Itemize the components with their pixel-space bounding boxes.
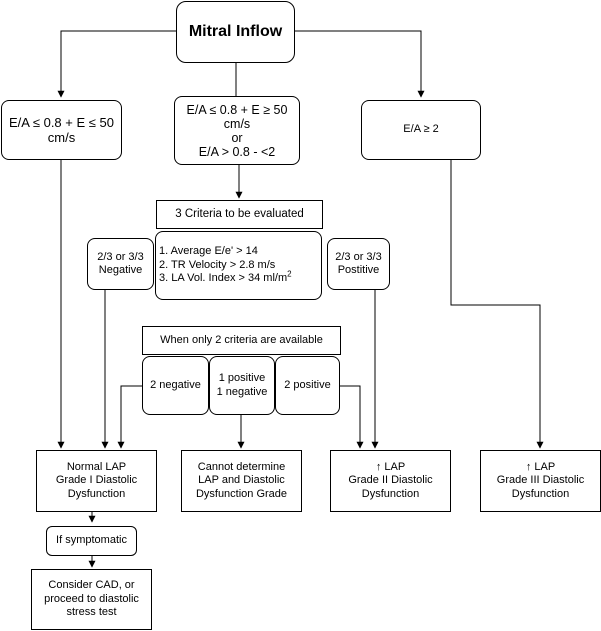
outcome-grade3-line: ↑ LAP [525, 460, 556, 473]
outcome-grade3-line: Grade III Diastolic [496, 474, 585, 487]
outcome-undetermined-node: Cannot determine LAP and Diastolic Dysfu… [181, 450, 302, 512]
branch-mid-line: or [231, 130, 243, 145]
consider-line: stress test [66, 606, 117, 619]
outcome-grade2-line: Dysfunction [361, 487, 420, 500]
option-two-negative-node: 2 negative [142, 356, 209, 415]
positive-line: 2/3 or 3/3 [335, 250, 382, 263]
option-two-positive-node: 2 positive [275, 356, 340, 415]
branch-high-label: E/A ≥ 2 [403, 123, 439, 136]
branch-high-ratio-node: E/A ≥ 2 [361, 100, 481, 160]
arrow-2pos-to-grade2 [339, 385, 364, 449]
option-mixed-node: 1 positive 1 negative [209, 356, 275, 415]
criteria-item: 2. TR Velocity > 2.8 m/s [159, 258, 276, 271]
consider-line: proceed to diastolic [44, 592, 139, 605]
option-mixed-line: 1 positive [218, 372, 266, 384]
branch-low-ratio-node: E/A ≤ 0.8 + E ≤ 50 cm/s [1, 100, 122, 160]
outcome-undetermined-line: Dysfunction Grade [195, 487, 288, 500]
arrow-2neg-to-grade1 [117, 385, 143, 449]
negative-line: 2/3 or 3/3 [97, 250, 144, 263]
mitral-inflow-label: Mitral Inflow [188, 23, 283, 41]
outcome-undetermined-line: Cannot determine [197, 460, 286, 473]
criteria-title: 3 Criteria to be evaluated [175, 207, 304, 220]
criteria-item: 3. LA Vol. Index > 34 ml/m2 [159, 269, 292, 285]
arrow-high-to-grade3 [450, 160, 544, 449]
negative-criteria-node: 2/3 or 3/3 Negative [87, 238, 154, 290]
outcome-grade2-line: ↑ LAP [375, 460, 406, 473]
branch-mid-ratio-node: E/A ≤ 0.8 + E ≥ 50 cm/s or E/A > 0.8 - <… [174, 96, 300, 165]
two-criteria-header: When only 2 criteria are available [160, 333, 323, 346]
criteria-title-node: 3 Criteria to be evaluated [156, 200, 323, 229]
arrow-root-to-high [295, 30, 425, 98]
negative-line: Negative [98, 264, 143, 276]
positive-criteria-node: 2/3 or 3/3 Postitive [327, 238, 390, 290]
option-two-negative-label: 2 negative [150, 378, 201, 391]
outcome-grade1-node: Normal LAP Grade I Diastolic Dysfunction [36, 450, 157, 512]
outcome-grade1-line: Dysfunction [67, 487, 126, 500]
symptomatic-node: If symptomatic [46, 526, 137, 556]
outcome-grade1-line: Grade I Diastolic [55, 474, 138, 487]
consider-cad-node: Consider CAD, or proceed to diastolic st… [31, 569, 152, 630]
branch-low-line: cm/s [47, 130, 76, 145]
positive-line: Postitive [337, 264, 380, 276]
outcome-grade3-node: ↑ LAP Grade III Diastolic Dysfunction [480, 450, 601, 512]
branch-mid-line: E/A > 0.8 - <2 [198, 144, 276, 159]
arrow-root-to-low [57, 30, 176, 98]
mitral-inflow-node: Mitral Inflow [176, 1, 295, 63]
outcome-grade3-line: Dysfunction [511, 487, 570, 500]
branch-mid-line: E/A ≤ 0.8 + E ≥ 50 [186, 102, 288, 117]
consider-line: Consider CAD, or [48, 579, 135, 592]
symptomatic-label: If symptomatic [56, 534, 127, 547]
two-criteria-header-node: When only 2 criteria are available [142, 326, 341, 355]
outcome-undetermined-line: LAP and Diastolic [198, 474, 285, 487]
option-mixed-line: 1 negative [216, 385, 268, 398]
outcome-grade2-line: Grade II Diastolic [348, 474, 433, 487]
criteria-item: 1. Average E/e' > 14 [159, 245, 258, 258]
criteria-list-node: 1. Average E/e' > 14 2. TR Velocity > 2.… [155, 231, 322, 300]
outcome-grade2-node: ↑ LAP Grade II Diastolic Dysfunction [330, 450, 451, 512]
branch-mid-line: cm/s [223, 116, 251, 131]
option-two-positive-label: 2 positive [284, 378, 331, 391]
branch-low-line: E/A ≤ 0.8 + E ≤ 50 [9, 114, 114, 130]
squared-superscript: 2 [287, 269, 292, 279]
outcome-grade1-line: Normal LAP [66, 460, 127, 473]
